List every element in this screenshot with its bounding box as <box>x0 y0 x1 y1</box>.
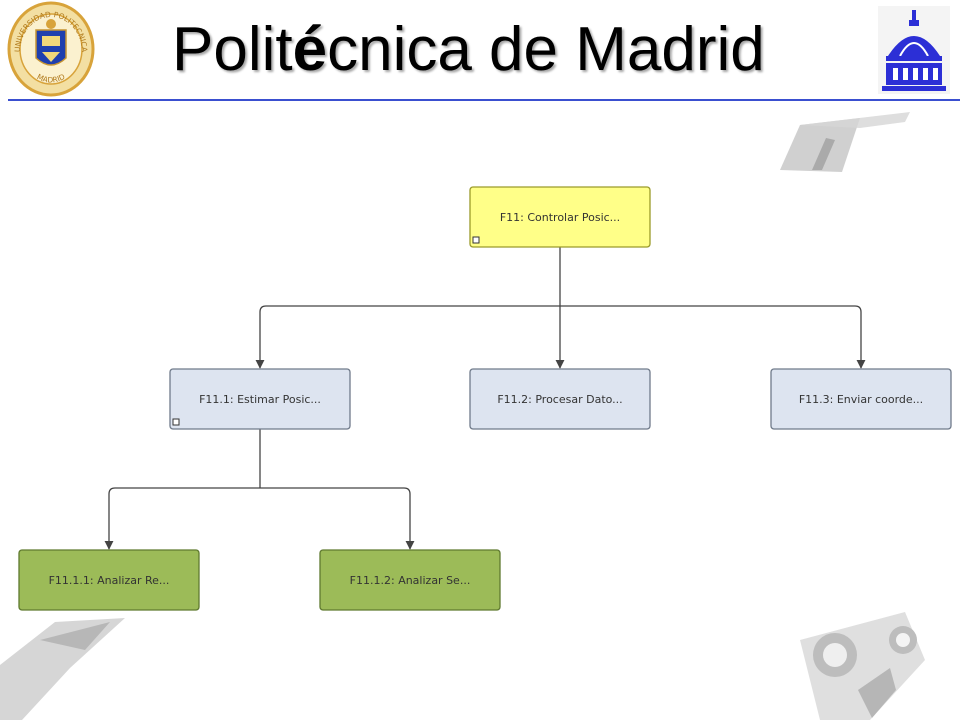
title-part-1: Polit <box>172 15 293 84</box>
node-label: F11.2: Procesar Dato... <box>497 393 622 406</box>
node-box[interactable] <box>18 549 200 611</box>
diagram-node-n4[interactable]: F11.1.1: Analizar Re... <box>18 549 200 611</box>
header-divider <box>8 99 960 101</box>
node-label: F11.1.2: Analizar Se... <box>350 574 471 587</box>
node-box[interactable] <box>469 368 651 430</box>
university-seal-icon: UNIVERSIDAD POLITECNICA MADRID <box>7 1 95 97</box>
node-box[interactable] <box>319 549 501 611</box>
diagram-node-n5[interactable]: F11.1.2: Analizar Se... <box>319 549 501 611</box>
node-label: F11.1.1: Analizar Re... <box>49 574 170 587</box>
diagram-node-n2[interactable]: F11.2: Procesar Dato... <box>469 368 651 430</box>
page-title: Politécnica de Madrid <box>172 10 812 90</box>
node-label: F11.1: Estimar Posic... <box>199 393 321 406</box>
collapse-toggle-icon[interactable] <box>472 236 480 244</box>
node-box[interactable] <box>169 368 351 430</box>
seal-text-bottom: MADRID <box>36 72 67 85</box>
diagram-nodes: F11: Controlar Posic... F11.1: Estimar Po… <box>18 186 952 611</box>
title-part-3: cnica de Madrid <box>327 15 765 84</box>
dome-logo-icon <box>878 6 950 94</box>
node-label: F11.3: Enviar coorde... <box>799 393 923 406</box>
diagram-node-n3[interactable]: F11.3: Enviar coorde... <box>770 368 952 430</box>
svg-text:MADRID: MADRID <box>36 72 67 85</box>
node-box[interactable] <box>469 186 651 248</box>
node-box[interactable] <box>770 368 952 430</box>
connector-arrow-n1-n4 <box>104 487 116 550</box>
collapse-toggle-icon[interactable] <box>172 418 180 426</box>
diagram-node-n0[interactable]: F11: Controlar Posic... <box>469 186 651 248</box>
connector-arrow-n0-n1 <box>255 305 267 369</box>
connector-arrow-n1-n5 <box>403 487 415 550</box>
node-label: F11: Controlar Posic... <box>500 211 620 224</box>
title-part-2: é <box>292 15 328 84</box>
diagram-edges <box>104 247 866 550</box>
slide-header: UNIVERSIDAD POLITECNICA MADRID Politécni… <box>0 0 960 104</box>
diagram-node-n1[interactable]: F11.1: Estimar Posic... <box>169 368 351 430</box>
connector-arrow-n0-n3 <box>854 305 866 369</box>
